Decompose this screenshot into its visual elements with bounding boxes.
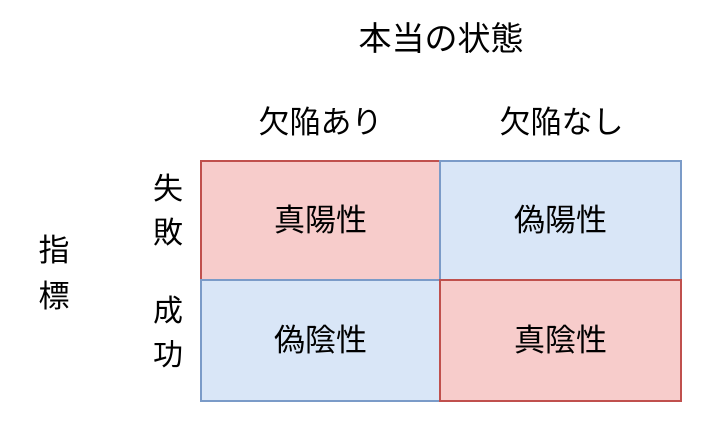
- row-header-success-char-1: 成: [153, 294, 183, 329]
- matrix-cell-true-positive: 真陽性: [200, 160, 441, 281]
- axis-label-metric: 指 標: [24, 228, 84, 320]
- matrix-cell-false-positive: 偽陽性: [439, 160, 682, 281]
- matrix-cell-true-negative: 真陰性: [439, 279, 682, 402]
- axis-label-metric-char-1: 指: [38, 233, 70, 269]
- matrix-cell-false-negative: 偽陰性: [200, 279, 441, 402]
- row-header-success: 成 功: [140, 290, 196, 378]
- axis-label-metric-char-2: 標: [38, 279, 70, 315]
- row-header-fail-char-1: 失: [153, 172, 183, 207]
- row-header-fail: 失 敗: [140, 168, 196, 256]
- row-header-fail-char-2: 敗: [153, 216, 183, 251]
- row-header-success-char-2: 功: [153, 338, 183, 373]
- matrix-grid: 真陽性 偽陽性 偽陰性 真陰性: [200, 160, 682, 402]
- column-header-defect-present: 欠陥あり: [258, 105, 383, 141]
- column-header-defect-absent: 欠陥なし: [499, 105, 624, 141]
- diagram-title: 本当の状態: [358, 19, 524, 58]
